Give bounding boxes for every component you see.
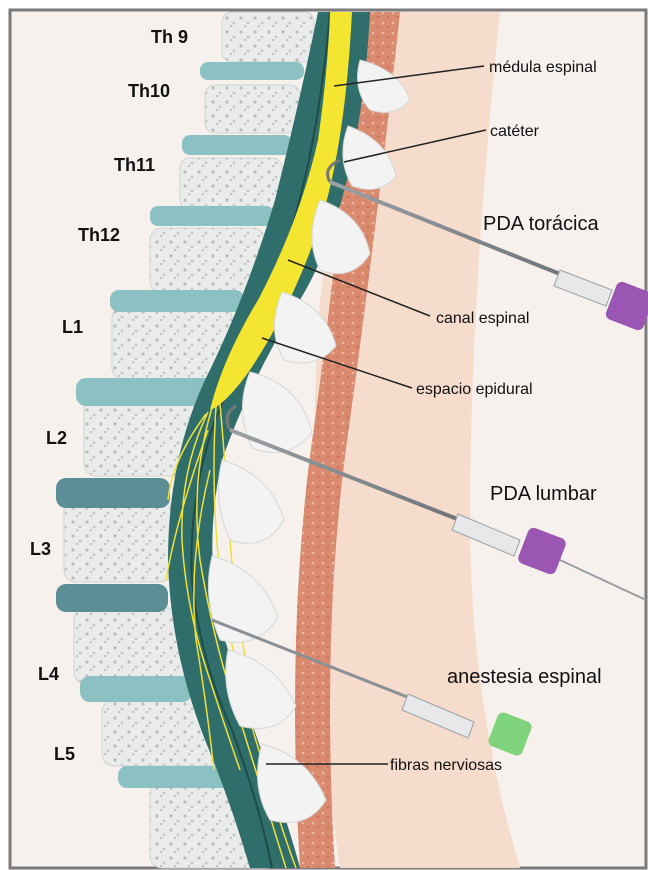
label-th10: Th10	[128, 81, 170, 101]
label-fibras-nerviosas: fibras nerviosas	[390, 757, 502, 774]
disc	[200, 62, 304, 80]
disc	[76, 378, 216, 406]
label-medula-espinal: médula espinal	[489, 59, 597, 76]
disc	[56, 478, 170, 508]
vertebra-l3	[64, 498, 172, 582]
vertebra-th11	[180, 158, 282, 210]
label-th11: Th11	[114, 155, 155, 175]
label-espacio-epidural: espacio epidural	[416, 381, 533, 398]
label-l4: L4	[38, 664, 59, 684]
label-th12: Th12	[78, 225, 120, 245]
label-th9: Th 9	[151, 27, 188, 47]
label-anestesia-espinal: anestesia espinal	[447, 666, 602, 688]
label-l1: L1	[62, 317, 83, 337]
vertebra-th9	[222, 12, 314, 62]
disc	[110, 290, 244, 312]
label-l2: L2	[46, 428, 67, 448]
vertebra-th10	[205, 85, 300, 133]
label-cateter: catéter	[490, 123, 540, 140]
label-l3: L3	[30, 539, 51, 559]
disc	[56, 584, 168, 612]
disc	[150, 206, 274, 226]
label-pda-lumbar: PDA lumbar	[490, 483, 597, 505]
label-l5: L5	[54, 744, 75, 764]
label-pda-toracica: PDA torácica	[483, 213, 599, 235]
disc	[182, 135, 292, 155]
disc	[80, 676, 192, 702]
vertebra-l4	[74, 608, 186, 684]
label-canal-espinal: canal espinal	[436, 310, 529, 327]
